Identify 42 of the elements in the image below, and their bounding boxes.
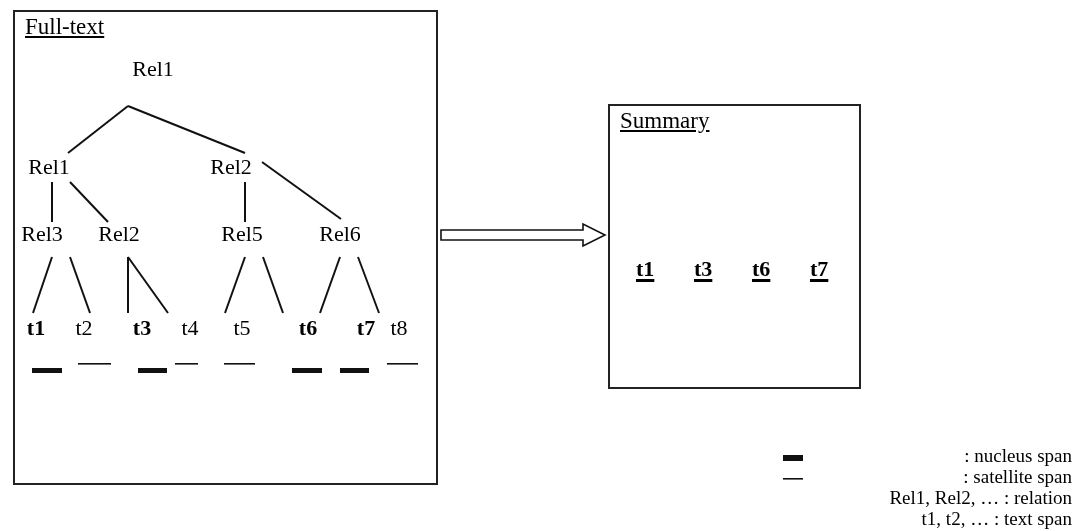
legend-note: t1, t2, … : text span [921, 509, 1072, 530]
summary-text-span: t3 [694, 257, 713, 282]
text-span-label: t4 [181, 316, 199, 341]
text-span-label: t6 [298, 316, 318, 341]
panel-box [13, 10, 438, 485]
relation-label: Rel6 [319, 222, 361, 247]
relation-label: Rel2 [210, 155, 252, 180]
panel-title: Full-text [25, 14, 105, 40]
legend-text: : nucleus span [964, 446, 1072, 467]
tree-branch-line [69, 181, 109, 223]
panel-box [608, 104, 861, 389]
tree-branch-line [51, 181, 53, 223]
tree-branch-line [127, 105, 246, 154]
legend-note: Rel1, Rel2, … : relation [889, 488, 1072, 509]
tree-branch-line [357, 256, 380, 314]
tree-branch-line [319, 256, 341, 314]
summary-text-span: t7 [810, 257, 829, 282]
tree-branch-line [69, 256, 91, 314]
panel-title: Summary [620, 108, 710, 134]
legend-text: : satellite span [963, 467, 1072, 488]
text-span-label: t7 [356, 316, 376, 341]
tree-branch-line [67, 105, 129, 154]
block-arrow [440, 222, 607, 248]
summary-text-span: t6 [752, 257, 771, 282]
text-span-label: t3 [132, 316, 152, 341]
tree-branch-line [244, 181, 246, 223]
tree-branch-line [127, 256, 169, 314]
relation-label: Rel5 [221, 222, 263, 247]
text-span-label: t2 [75, 316, 93, 341]
relation-label: Rel3 [21, 222, 63, 247]
tree-branch-line [261, 161, 342, 220]
summary-text-span: t1 [636, 257, 655, 282]
text-span-label: t8 [390, 316, 408, 341]
relation-label: Rel1 [28, 155, 70, 180]
relation-label: Rel1 [132, 57, 174, 82]
text-span-label: t5 [233, 316, 251, 341]
tree-branch-line [127, 256, 129, 314]
relation-label: Rel2 [98, 222, 140, 247]
tree-branch-line [224, 256, 246, 314]
tree-branch-line [32, 256, 53, 314]
tree-branch-line [262, 256, 284, 314]
text-span-label: t1 [26, 316, 46, 341]
